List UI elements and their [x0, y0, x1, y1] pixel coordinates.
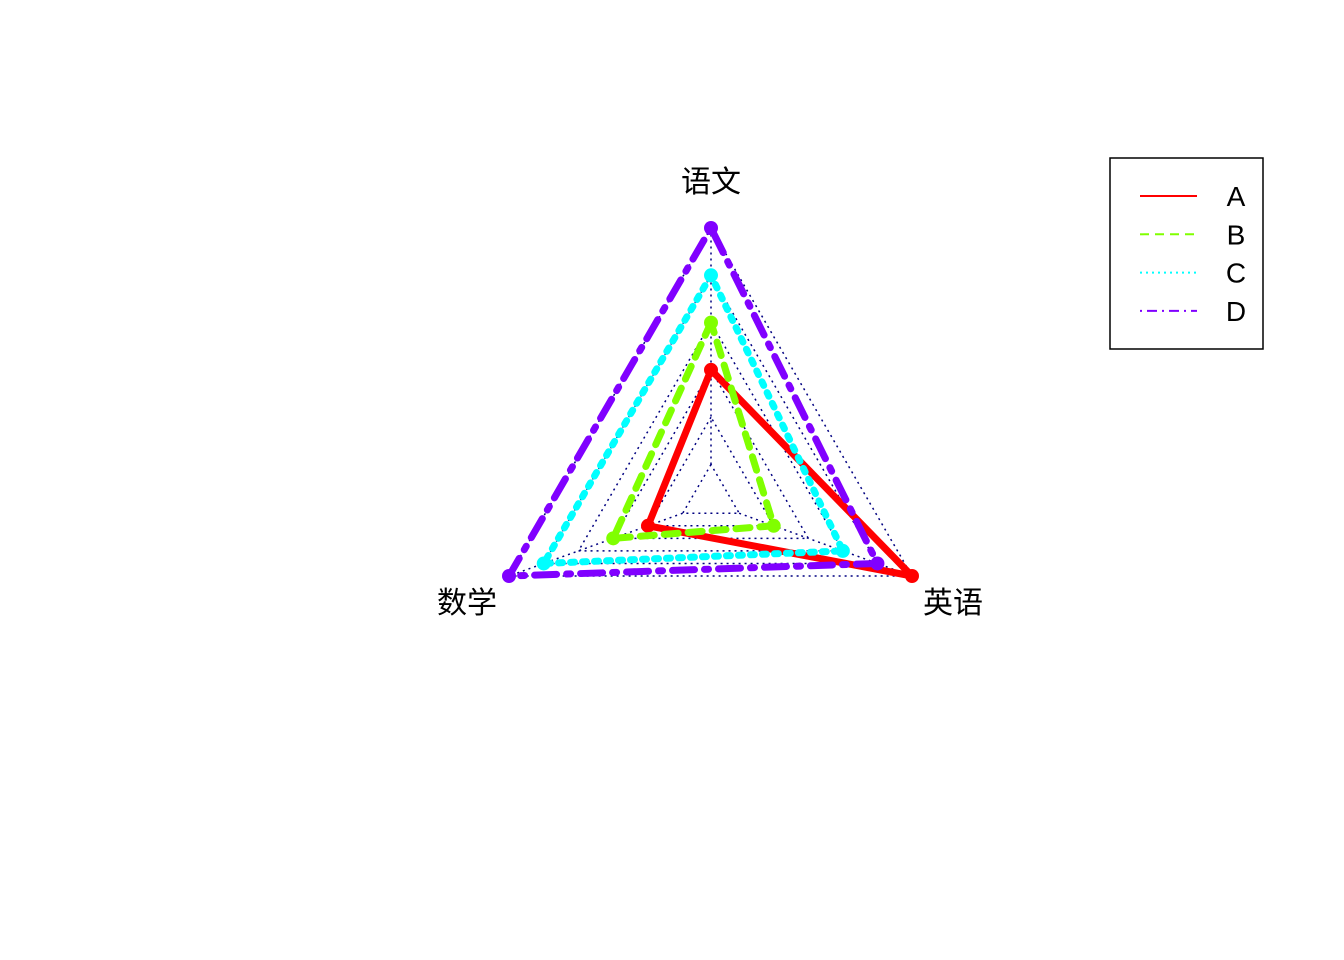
legend-box — [1109, 157, 1264, 350]
data-point-C-1 — [536, 556, 551, 571]
legend-label-D: D — [1226, 296, 1246, 327]
data-point-A-1 — [640, 518, 655, 533]
data-point-D-1 — [502, 569, 516, 583]
grid-ring-2 — [611, 368, 810, 540]
data-point-C-0 — [704, 268, 718, 283]
axis-label-math: 数学 — [437, 586, 497, 621]
data-point-B-0 — [704, 315, 718, 330]
series-line-C — [540, 271, 847, 567]
axis-labels: 语文 数学 英语 — [437, 165, 983, 621]
axis-label-chinese: 语文 — [681, 165, 741, 200]
data-point-B-2 — [766, 518, 781, 533]
series-C — [536, 268, 850, 571]
data-point-D-0 — [704, 221, 718, 235]
series-line-A — [644, 366, 916, 580]
series-line-D — [505, 224, 881, 580]
grid-ring-0 — [681, 463, 741, 514]
legend-label-B: B — [1227, 219, 1246, 250]
data-point-A-0 — [704, 362, 718, 377]
data-point-D-2 — [870, 556, 885, 571]
series-B — [606, 315, 781, 546]
grid-spoke-1 — [508, 512, 683, 577]
axis-label-english: 英语 — [923, 586, 983, 621]
data-point-C-2 — [835, 543, 850, 558]
data-point-A-2 — [905, 569, 919, 583]
data-point-B-1 — [606, 531, 621, 546]
series-line-B — [609, 319, 778, 542]
grid-ring-1 — [646, 415, 776, 527]
series-A — [640, 362, 919, 583]
radar-series — [502, 221, 919, 583]
legend-label-A: A — [1227, 181, 1246, 212]
series-D — [502, 221, 885, 583]
legend-label-C: C — [1226, 258, 1246, 289]
